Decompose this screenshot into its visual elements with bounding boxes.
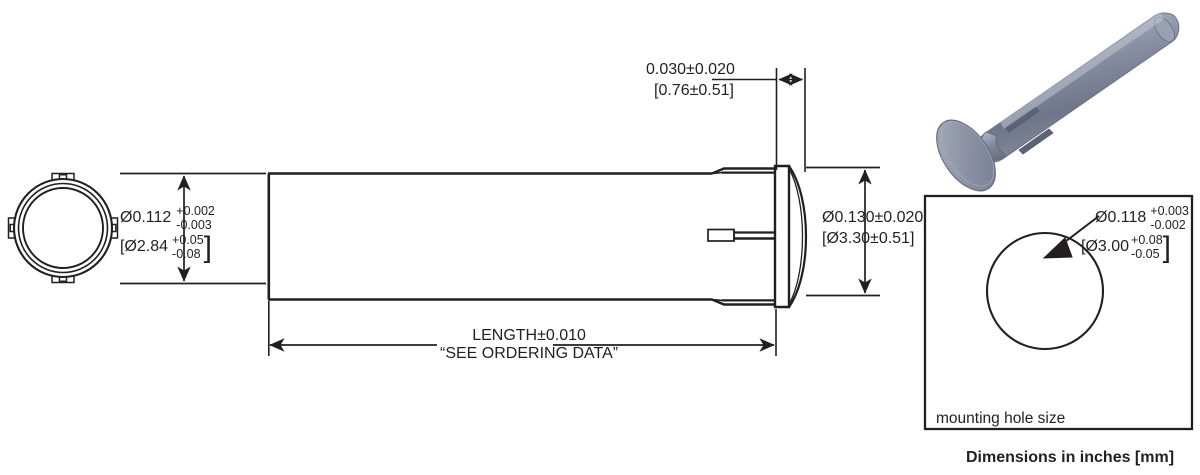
body-dia-mm-tol-plus: +0.05 [172, 233, 204, 247]
dim-text-body-diameter: Ø0.112 +0.002 -0.003 [Ø2.84 +0.05 -0.08 … [120, 204, 215, 264]
side-view-relief-top [711, 167, 775, 175]
head-dia-inch-line: Ø0.130±0.020 [822, 209, 924, 226]
mh-mm-tol-minus: -0.05 [1131, 246, 1160, 261]
body-dia-mm-value: [Ø2.84 [120, 238, 169, 256]
end-view-left [7, 172, 119, 284]
dim-head-thickness [712, 68, 806, 172]
mounting-hole-label: mounting hole size [936, 410, 1066, 427]
side-view-relief-bottom [711, 298, 775, 306]
side-view-flange [773, 164, 791, 309]
mounting-hole-arrowhead [1042, 237, 1073, 259]
side-view-dome-cap [788, 165, 808, 308]
end-view-tab-bottom [51, 275, 75, 284]
body-dia-inch-tol-minus: -0.003 [176, 217, 212, 232]
mh-mm-value: [Ø3.00 [1081, 238, 1130, 256]
dim-length [268, 301, 777, 356]
head-thk-inch-line: 0.030±0.020 [646, 61, 735, 78]
dim-head-diameter [806, 166, 880, 297]
mh-inch-tol-minus: -0.002 [1150, 217, 1186, 232]
dim-text-mounting-hole: Ø0.118 +0.003 -0.002 [Ø3.00 +0.08 -0.05 … [1081, 204, 1189, 264]
body-dia-inch-tol-plus: +0.002 [176, 204, 215, 218]
mh-inch-value: Ø0.118 [1095, 209, 1147, 227]
mounting-hole-box [923, 194, 1194, 431]
side-view-main [267, 164, 808, 309]
body-dia-mm-tol-minus: -0.08 [172, 246, 201, 261]
dim-text-head-thickness: 0.030±0.020 [0.76±0.51] [646, 61, 735, 100]
length-line-2: “SEE ORDERING DATA” [440, 344, 619, 362]
head-dia-mm-line: [Ø3.30±0.51] [822, 229, 915, 247]
mounting-hole-circle [985, 231, 1105, 351]
model-slot-lower [1018, 128, 1054, 155]
end-view-tab-top [51, 172, 75, 181]
isometric-3d-model [936, 12, 1180, 192]
head-thk-mm-line: [0.76±0.51] [654, 81, 734, 99]
dim-body-diameter [120, 172, 266, 285]
mh-mm-bracket-close: ] [1162, 230, 1172, 264]
end-view-tab-left [7, 217, 16, 239]
body-dia-mm-bracket-close: ] [203, 230, 213, 264]
units-caption: Dimensions in inches [mm] [966, 449, 1175, 466]
end-view-tab-right [110, 217, 119, 239]
side-view-center-slot [707, 228, 775, 242]
body-dia-inch-value: Ø0.112 [120, 209, 172, 227]
dim-text-length: LENGTH±0.010 “SEE ORDERING DATA” [440, 327, 619, 363]
length-line-1: LENGTH±0.010 [472, 327, 586, 344]
side-view-dome-inner [788, 168, 804, 305]
dim-text-head-diameter: Ø0.130±0.020 [Ø3.30±0.51] [822, 209, 924, 248]
mh-inch-tol-plus: +0.003 [1150, 204, 1189, 218]
model-slot-upper [1004, 106, 1040, 133]
mh-mm-tol-plus: +0.08 [1131, 233, 1163, 247]
